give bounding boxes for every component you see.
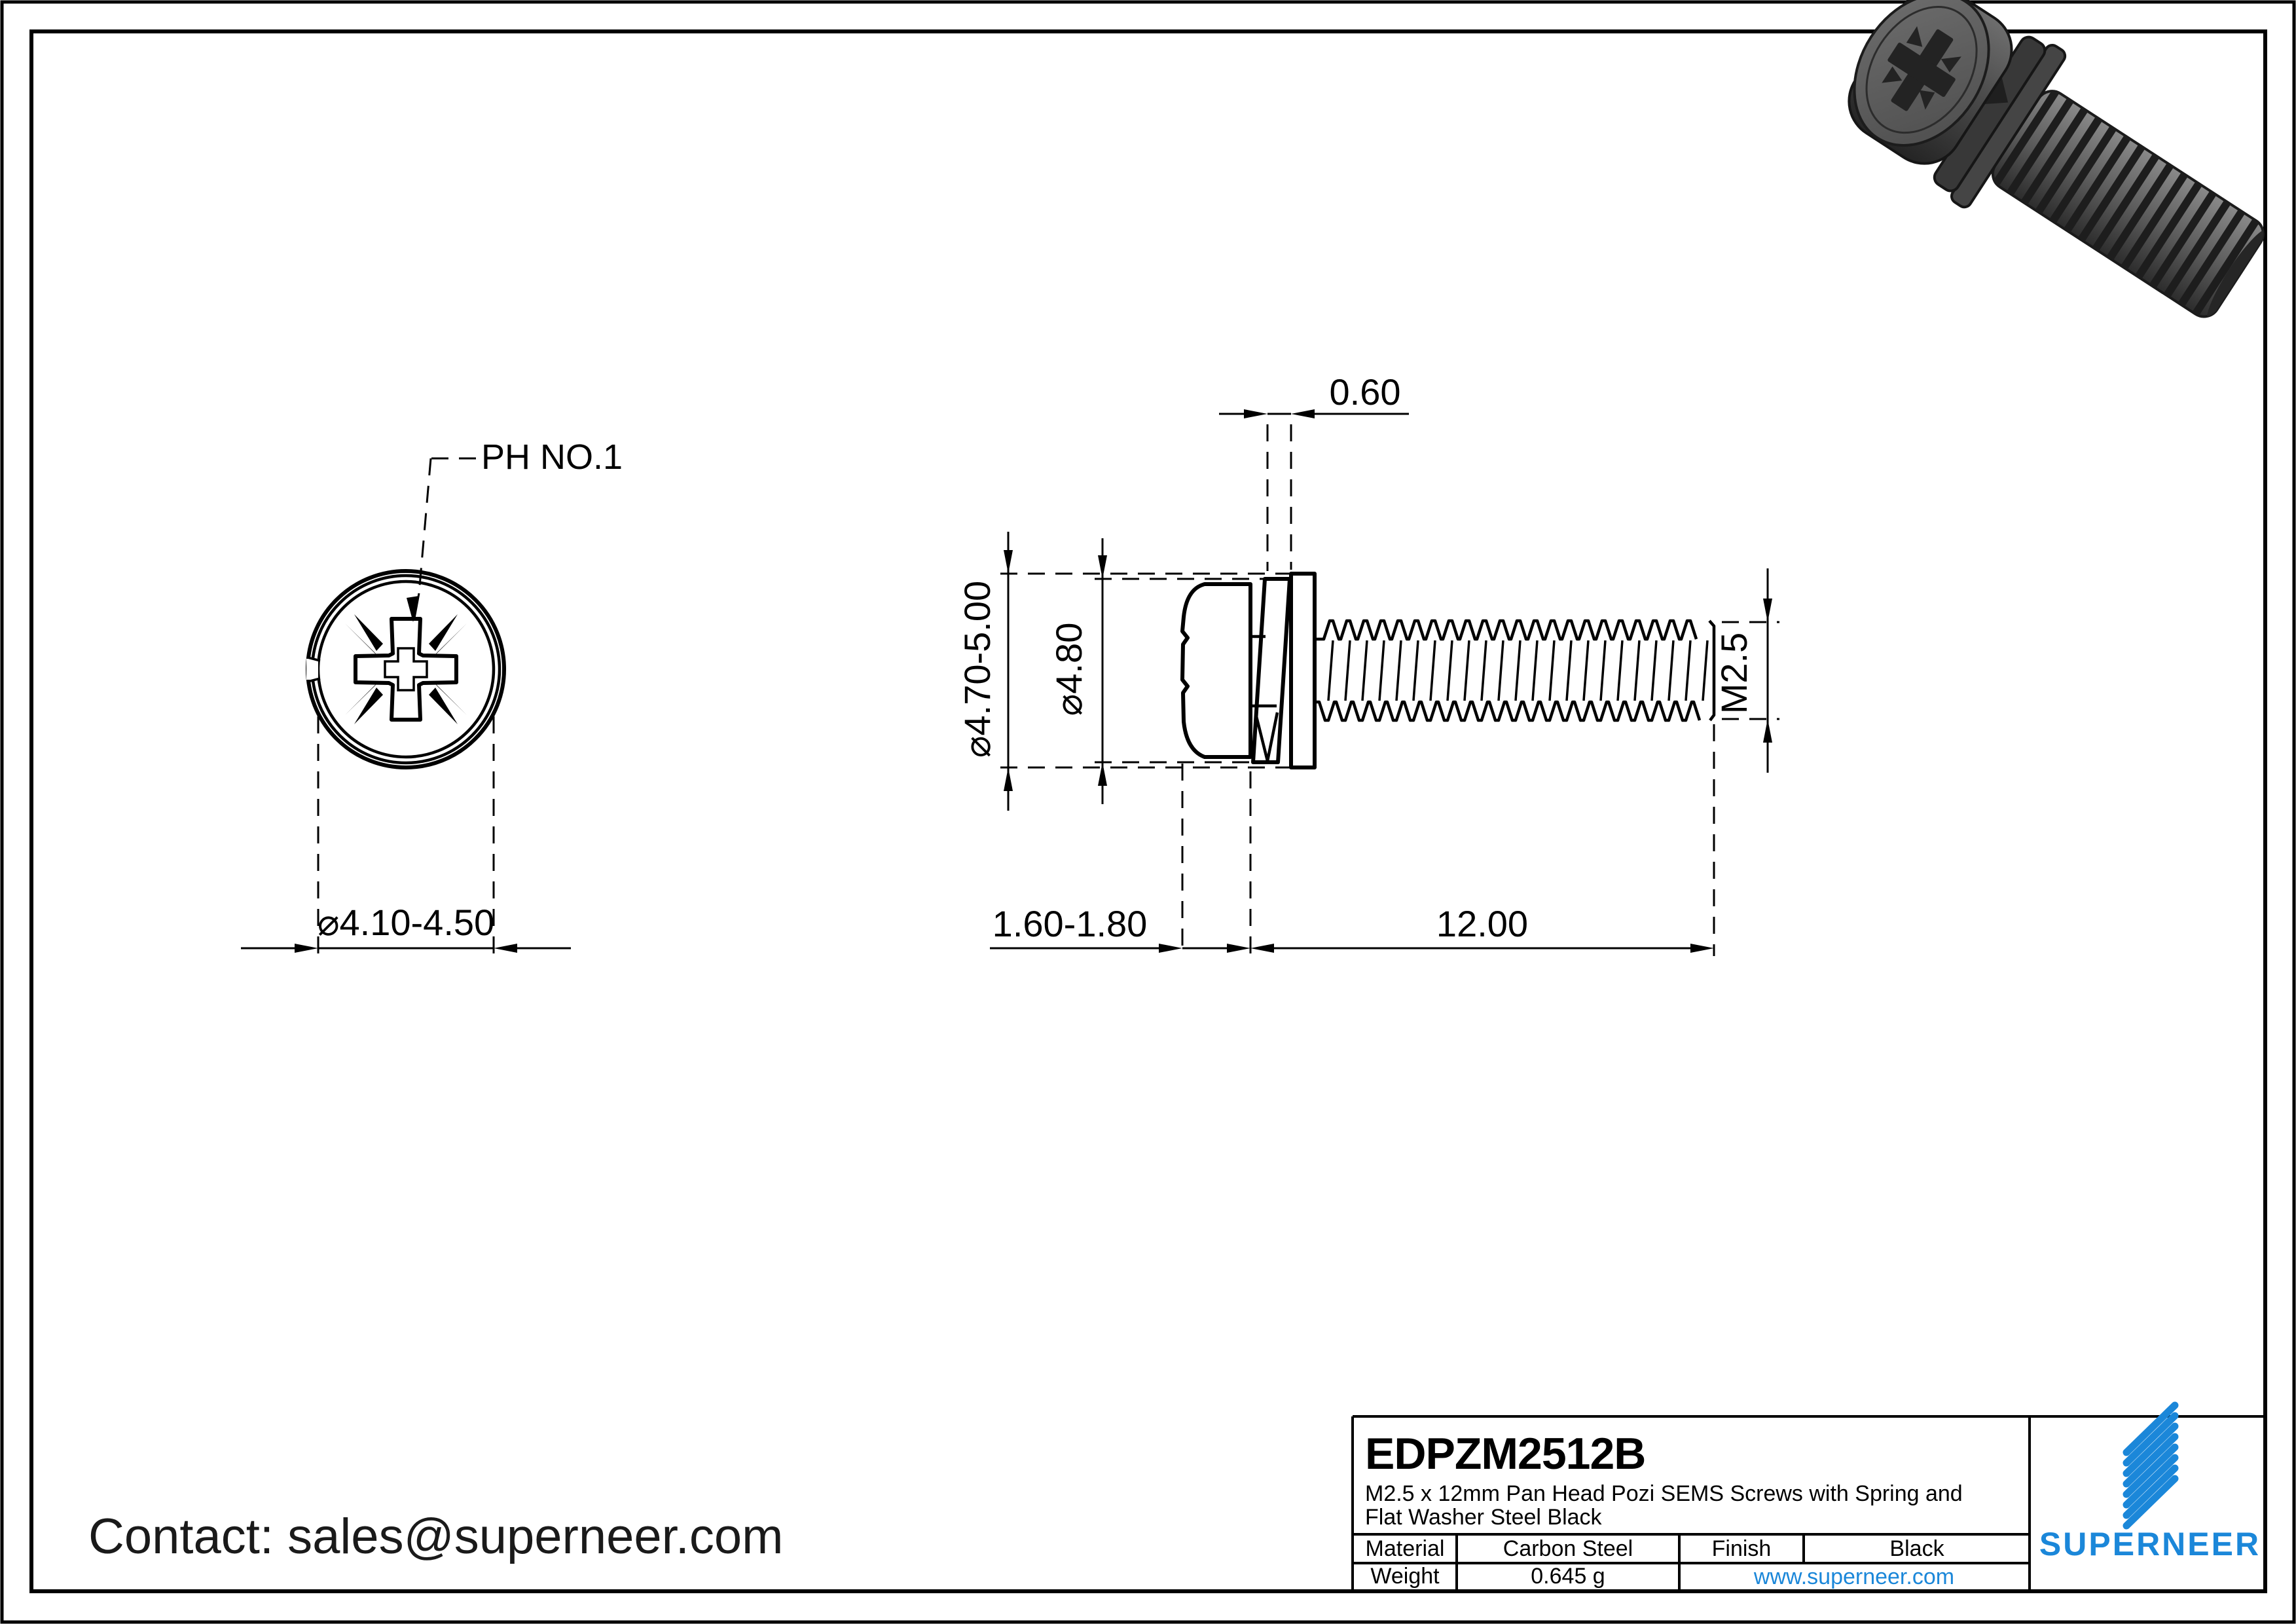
- side-head: [1180, 582, 1252, 759]
- dim-spring-washer-od: ⌀4.80: [1048, 538, 1269, 804]
- weight-label: Weight: [1370, 1564, 1440, 1589]
- brand-logo: [2123, 1401, 2179, 1530]
- washer-thickness-text: 0.60: [1330, 371, 1401, 413]
- front-head-circle: [316, 580, 496, 759]
- material-label: Material: [1366, 1536, 1445, 1561]
- part-description-line1: M2.5 x 12mm Pan Head Pozi SEMS Screws wi…: [1365, 1481, 1963, 1506]
- front-diameter-dim: ⌀4.10-4.50: [241, 716, 571, 955]
- front-diameter-text: ⌀4.10-4.50: [318, 902, 494, 943]
- finish-label: Finish: [1712, 1536, 1772, 1561]
- thread-size-text: M2.5: [1713, 633, 1755, 714]
- side-view: 0.60 ⌀4.70-5.00 ⌀4.80 M2.5: [957, 371, 1779, 956]
- dim-flat-washer-od: ⌀4.70-5.00: [957, 532, 1295, 811]
- head-height-text: 1.60-1.80: [993, 903, 1148, 944]
- side-thread: [1315, 619, 1716, 722]
- part-number: EDPZM2512B: [1365, 1429, 1645, 1479]
- ph-label: PH NO.1: [481, 437, 623, 477]
- pozi-darts: [345, 614, 467, 724]
- screw-3d-render: [1848, 0, 2270, 323]
- front-flat-washer-circle: [306, 569, 506, 769]
- weight-value: 0.645 g: [1531, 1564, 1605, 1589]
- side-spring-washer: [1250, 577, 1292, 764]
- ph-leader: [407, 457, 476, 622]
- material-value: Carbon Steel: [1503, 1536, 1633, 1561]
- thread-flanks: [1327, 640, 1709, 701]
- spring-washer-od-text: ⌀4.80: [1048, 623, 1089, 716]
- contact-line: Contact: sales@superneer.com: [88, 1509, 783, 1564]
- dim-bottom: 1.60-1.80 12.00: [990, 724, 1715, 956]
- dim-thread-size: M2.5: [1713, 568, 1779, 773]
- render-pozi-recess: [1882, 26, 1961, 111]
- title-block: EDPZM2512B M2.5 x 12mm Pan Head Pozi SEM…: [1351, 1401, 2265, 1591]
- side-flat-washer: [1289, 572, 1317, 769]
- flat-washer-od-text: ⌀4.70-5.00: [957, 581, 998, 758]
- front-view: PH NO.1 ⌀4.10-4.50: [241, 437, 623, 955]
- part-description-line2: Flat Washer Steel Black: [1365, 1505, 1603, 1530]
- drawing-frame: [29, 29, 2267, 1593]
- pozi-cross: [345, 614, 467, 724]
- dim-washer-thickness: 0.60: [1219, 371, 1409, 571]
- website-link[interactable]: www.superneer.com: [1753, 1564, 1954, 1589]
- finish-value: Black: [1889, 1536, 1944, 1561]
- brand-name: SUPERNEER: [2039, 1526, 2261, 1562]
- thread-length-text: 12.00: [1436, 903, 1528, 944]
- front-spring-washer-circle: [310, 574, 501, 765]
- spring-split-gap: [306, 659, 318, 680]
